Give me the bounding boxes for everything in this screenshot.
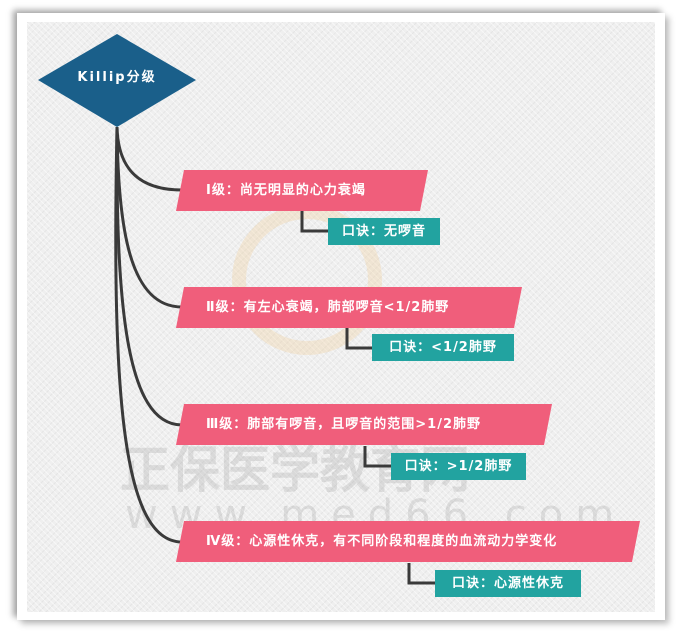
- connector-mnemonic-2: [345, 328, 374, 350]
- connector-level-4: [114, 126, 183, 544]
- level-2-box: Ⅱ级：有左心衰竭，肺部啰音<1/2肺野: [176, 287, 522, 328]
- level-4-box: Ⅳ级：心源性休克，有不同阶段和程度的血流动力学变化: [176, 521, 640, 562]
- connector-mnemonic-4: [407, 563, 437, 585]
- root-diamond: [38, 34, 196, 127]
- connector-level-3: [115, 126, 183, 427]
- level-2-mnemonic: 口诀：<1/2肺野: [372, 334, 514, 361]
- level-4-mnemonic: 口诀：心源性休克: [435, 570, 581, 597]
- connector-level-2: [115, 126, 183, 309]
- level-3-box: Ⅲ级：肺部有啰音，且啰音的范围>1/2肺野: [176, 404, 552, 445]
- root-label: Killip分级: [77, 70, 157, 85]
- level-3-mnemonic: 口诀：>1/2肺野: [391, 453, 526, 480]
- level-1-box: Ⅰ级：尚无明显的心力衰竭: [176, 170, 428, 211]
- connector-level-1: [115, 126, 183, 192]
- connector-mnemonic-1: [300, 211, 330, 233]
- connector-mnemonic-3: [363, 446, 393, 468]
- level-1-mnemonic: 口诀：无啰音: [328, 218, 440, 245]
